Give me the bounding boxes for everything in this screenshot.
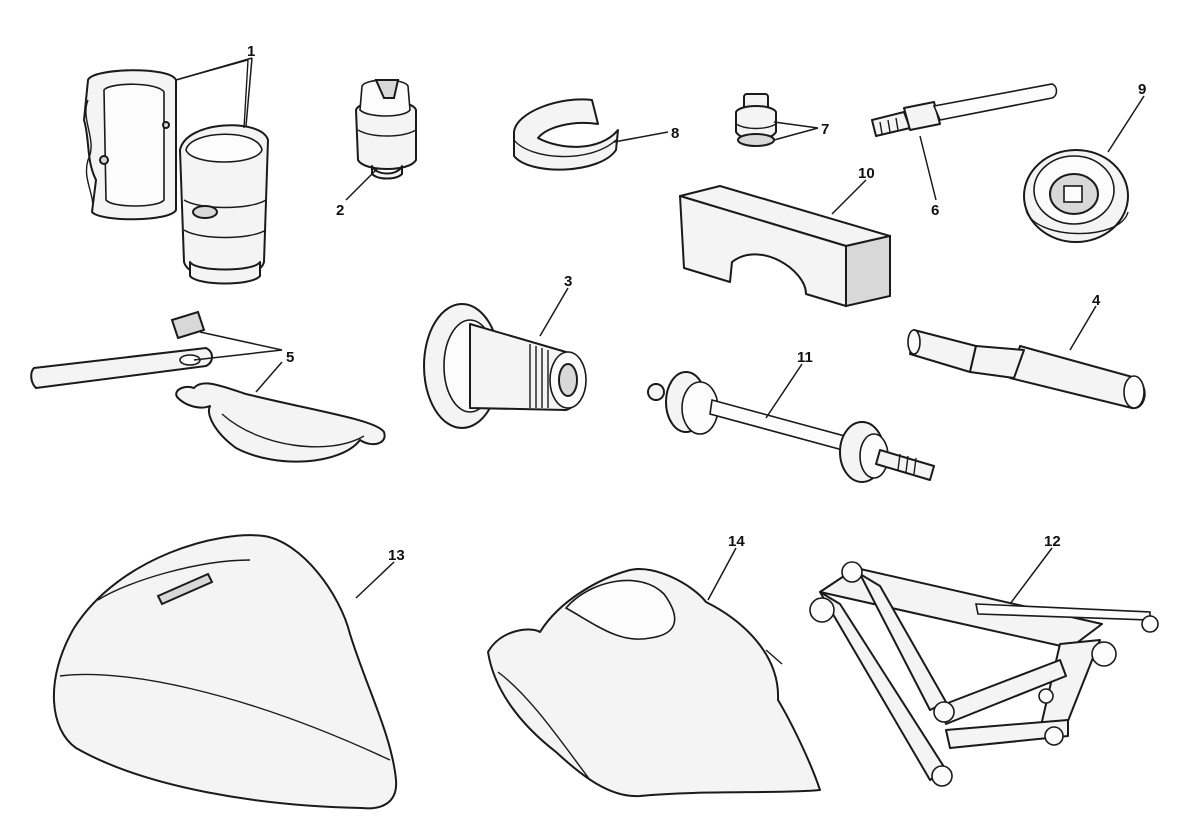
leader-13 (355, 561, 395, 599)
part-14-tank-cover (487, 568, 821, 798)
leader-14 (707, 547, 737, 601)
leader-9 (1107, 95, 1145, 153)
callout-7: 7 (821, 121, 829, 138)
part-9-ring-nut-tool (1023, 149, 1129, 243)
part-1-split-sleeve (83, 59, 269, 285)
leader-lines (175, 57, 1145, 605)
callout-14: 14 (728, 533, 745, 550)
callout-3: 3 (564, 273, 572, 290)
callout-5: 5 (286, 349, 294, 366)
callout-1: 1 (247, 43, 255, 60)
part-12-stand-frame (809, 561, 1159, 787)
callout-9: 9 (1138, 81, 1146, 98)
part-3-bearing-drift (423, 303, 587, 429)
leader-1 (175, 57, 253, 127)
leader-12 (1009, 547, 1053, 605)
part-11-puller-shaft (647, 371, 935, 483)
callout-labels: 1 2 3 4 5 6 7 8 9 10 11 12 13 14 (247, 43, 1146, 564)
callout-4: 4 (1092, 292, 1101, 309)
callout-13: 13 (388, 547, 405, 564)
part-10-block (679, 185, 891, 308)
part-8-c-ring (513, 98, 619, 171)
leader-3 (539, 287, 569, 337)
part-4-pin-tool (907, 329, 1146, 410)
part-2-socket (355, 79, 417, 180)
part-5-wrench-set (30, 310, 386, 463)
callout-2: 2 (336, 202, 344, 219)
callout-12: 12 (1044, 533, 1061, 550)
part-6-threaded-rod (871, 83, 1058, 137)
leader-6 (919, 135, 937, 201)
leader-4 (1069, 305, 1097, 351)
callout-10: 10 (858, 165, 875, 182)
leader-8 (613, 131, 669, 143)
part-13-seat-cover (53, 534, 398, 810)
callout-6: 6 (931, 202, 939, 219)
leader-10 (831, 179, 867, 215)
callout-11: 11 (797, 349, 813, 366)
callout-8: 8 (671, 125, 679, 142)
leader-5 (193, 331, 283, 393)
leader-2 (345, 167, 379, 201)
part-7-plug (735, 93, 777, 147)
leader-7 (773, 121, 819, 141)
leader-11 (765, 363, 803, 419)
